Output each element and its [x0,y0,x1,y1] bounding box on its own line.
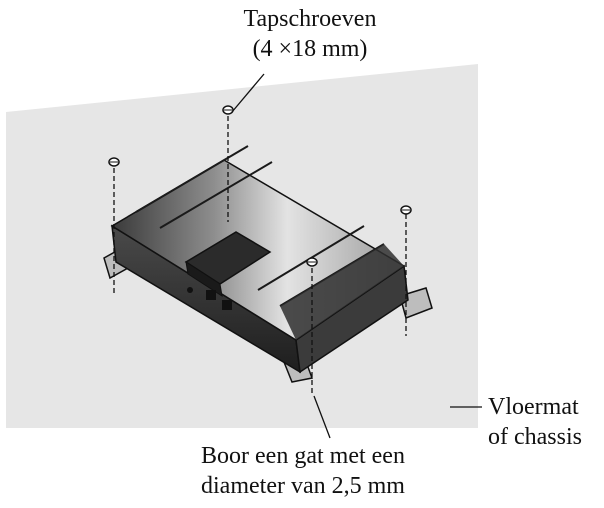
surface-label-line2: of chassis [488,424,582,450]
heatsink-dark-band-2 [280,244,404,340]
heatsink-dark-band [112,146,248,226]
screw-guides [113,116,407,394]
surface-label-line1: Vloermat [488,394,579,420]
drill-leader-line [313,395,331,439]
center-block-side [185,260,223,298]
screw [222,105,234,115]
drill-label-line1: Boor een gat met een [201,443,405,469]
screw [400,205,412,215]
screws-label: Tapschroeven (4 ×18 mm) [205,4,415,64]
terminal-details [187,287,232,310]
surface-label: Vloermat of chassis [488,392,582,452]
screw [306,257,318,267]
screw [108,157,120,167]
drill-label-line2: diameter van 2,5 mm [201,473,405,499]
drill-label: Boor een gat met een diameter van 2,5 mm [168,441,438,501]
screws-label-line1: Tapschroeven [243,6,377,32]
screws-leader-line [231,73,265,113]
screws-label-line2: (4 ×18 mm) [252,36,368,62]
